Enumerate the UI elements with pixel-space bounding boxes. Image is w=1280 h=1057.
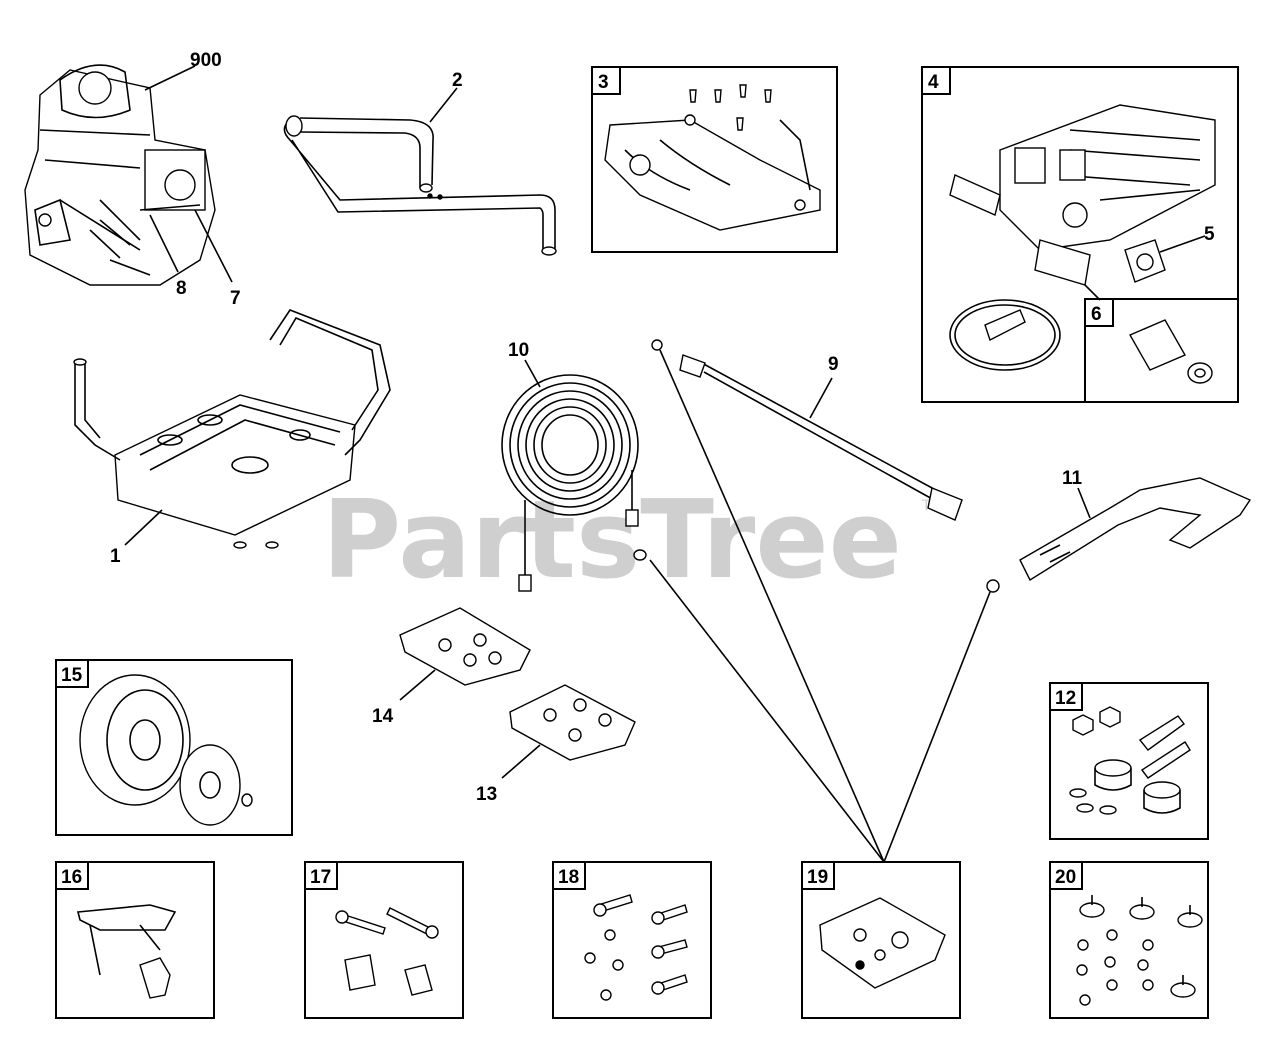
callout-8: 8: [176, 278, 187, 299]
coupler-part[interactable]: [1129, 319, 1213, 384]
box-4[interactable]: [921, 66, 1239, 403]
hardware-set-20[interactable]: [1076, 895, 1203, 1006]
box-16[interactable]: [55, 861, 215, 1019]
wheel-part[interactable]: [79, 674, 253, 826]
fitting-part[interactable]: [1124, 239, 1166, 283]
hardware-set-18[interactable]: [584, 894, 688, 1001]
watermark-text: PartsTree: [322, 478, 902, 603]
callout-14: 14: [372, 706, 394, 727]
spray-gun-part[interactable]: [986, 477, 1252, 593]
callout-11: 11: [1062, 468, 1083, 489]
box-20-label: 20: [1055, 867, 1076, 888]
box-19[interactable]: [801, 861, 961, 1019]
box-4-label: 4: [928, 72, 939, 93]
box-20[interactable]: [1049, 861, 1209, 1019]
callout-5: 5: [1204, 224, 1215, 245]
box-17-label: 17: [310, 867, 331, 888]
box-12[interactable]: [1049, 682, 1209, 840]
box-16-label: 16: [61, 867, 82, 888]
hardware-bag-14[interactable]: [399, 607, 531, 686]
hardware-set-17[interactable]: [335, 907, 439, 996]
hardware-bag-13[interactable]: [509, 684, 636, 761]
box-3[interactable]: [591, 66, 838, 253]
engine-part[interactable]: [24, 64, 216, 286]
callout-9: 9: [828, 354, 839, 375]
handle-part[interactable]: [283, 115, 557, 256]
box-15-label: 15: [61, 665, 83, 686]
lance-part[interactable]: [651, 339, 963, 521]
box-17[interactable]: [304, 861, 464, 1019]
frame-part[interactable]: [73, 309, 391, 549]
bracket-part[interactable]: [76, 904, 177, 999]
callout-10: 10: [508, 340, 529, 361]
box-19-label: 19: [807, 867, 828, 888]
callout-13: 13: [476, 784, 497, 805]
box-3-label: 3: [598, 72, 609, 93]
box-6-label: 6: [1091, 304, 1102, 325]
box-6[interactable]: [1084, 298, 1239, 403]
callout-2: 2: [452, 70, 463, 91]
hardware-set-12[interactable]: [1069, 706, 1191, 815]
leader-line: [883, 591, 991, 863]
shroud-part[interactable]: [604, 84, 821, 231]
box-12-label: 12: [1055, 688, 1076, 709]
callout-900: 900: [190, 50, 222, 71]
callout-1: 1: [110, 546, 121, 567]
callout-7: 7: [230, 288, 241, 309]
box-18-label: 18: [558, 867, 579, 888]
leader-line: [649, 559, 885, 863]
oring-part[interactable]: [949, 299, 1061, 371]
hardware-bag-19[interactable]: [819, 897, 946, 989]
leader-line: [659, 349, 885, 863]
box-18[interactable]: [552, 861, 712, 1019]
pump-part[interactable]: [949, 104, 1216, 286]
hose-part[interactable]: [501, 374, 639, 592]
box-15[interactable]: [55, 659, 293, 836]
